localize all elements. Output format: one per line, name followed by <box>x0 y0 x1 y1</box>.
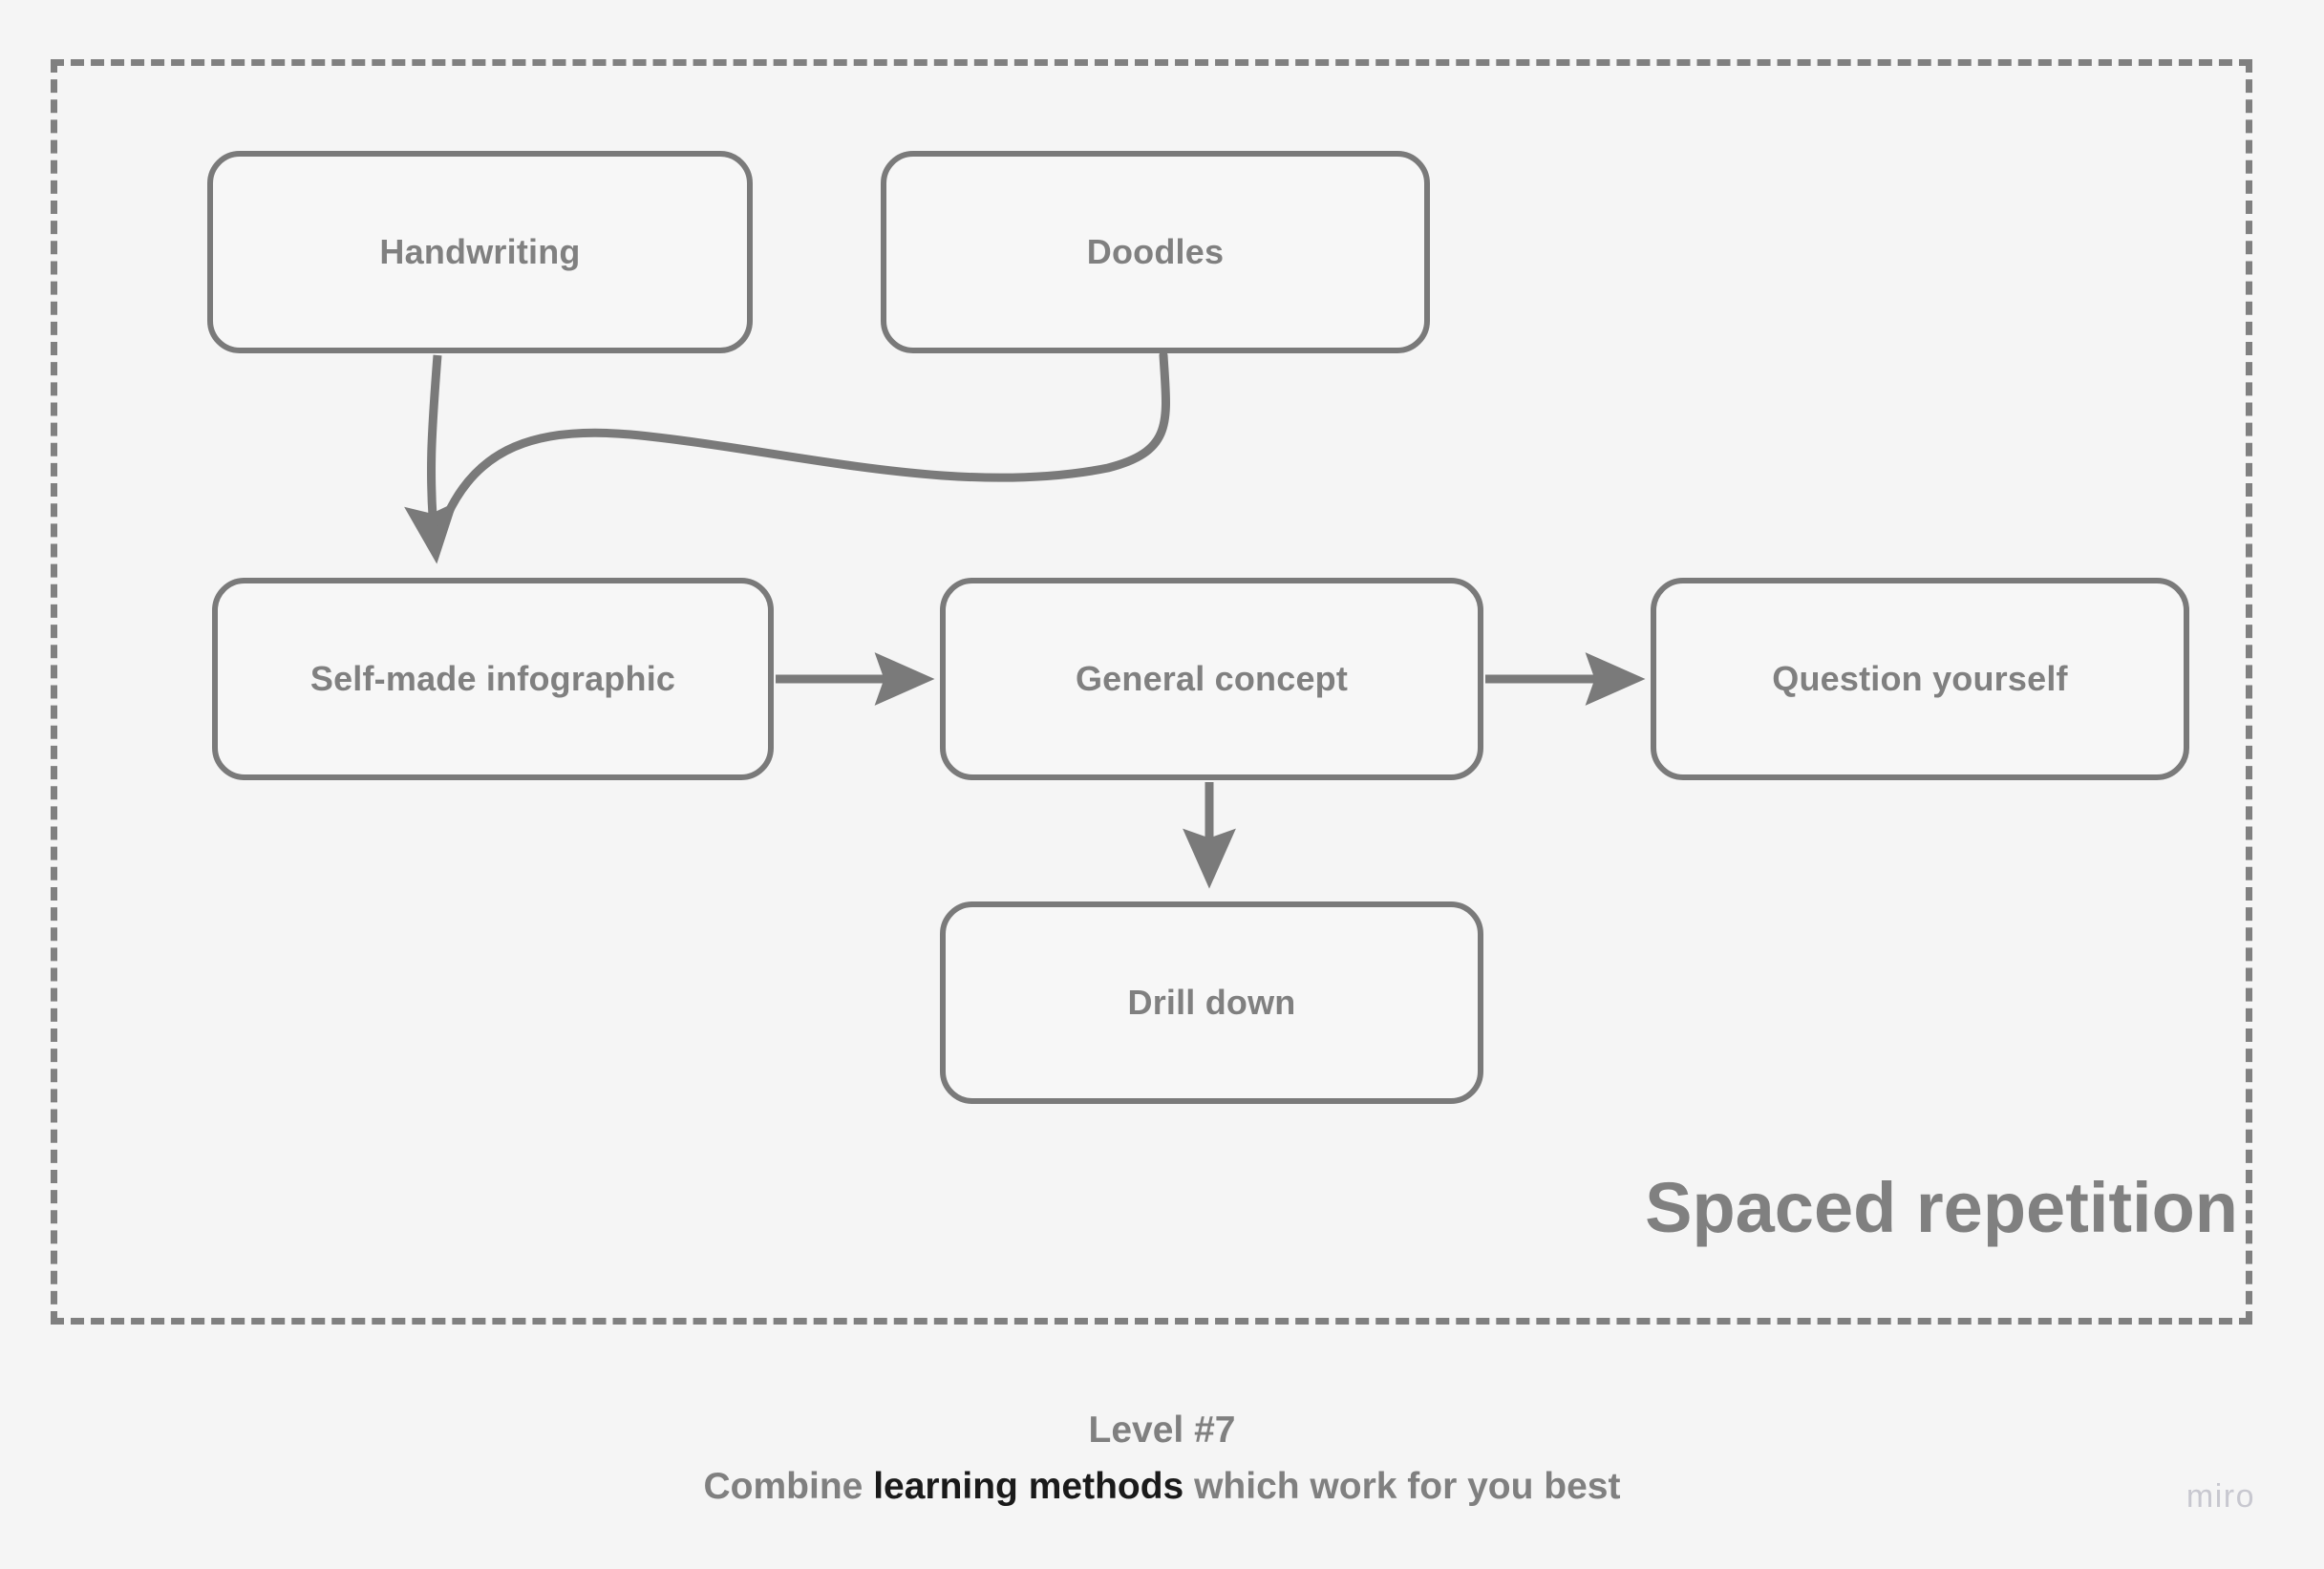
miro-watermark: miro <box>2185 1478 2255 1515</box>
node-handwriting[interactable]: Handwriting <box>207 151 753 353</box>
node-drill-down-label: Drill down <box>1127 983 1296 1023</box>
node-question-yourself-label: Question yourself <box>1772 659 2068 699</box>
node-self-made-infographic[interactable]: Self-made infographic <box>212 578 774 780</box>
footer-caption-before: Combine <box>703 1465 874 1507</box>
node-drill-down[interactable]: Drill down <box>940 901 1483 1104</box>
footer-level-label: Level #7 <box>1088 1410 1236 1451</box>
group-frame-spaced-repetition[interactable] <box>51 59 2252 1325</box>
node-handwriting-label: Handwriting <box>379 232 581 272</box>
node-question-yourself[interactable]: Question yourself <box>1651 578 2189 780</box>
footer-caption-emphasis: learning methods <box>873 1465 1184 1507</box>
footer-caption: Combine learning methods which work for … <box>0 1464 2324 1511</box>
node-self-made-infographic-label: Self-made infographic <box>309 659 676 699</box>
node-doodles-label: Doodles <box>1086 232 1225 272</box>
node-general-concept[interactable]: General concept <box>940 578 1483 780</box>
footer-caption-after: which work for you best <box>1183 1465 1621 1507</box>
node-general-concept-label: General concept <box>1075 659 1349 699</box>
group-title: Spaced repetition <box>1645 1168 2238 1247</box>
footer: Level #7 Combine learning methods which … <box>0 1408 2324 1511</box>
node-doodles[interactable]: Doodles <box>881 151 1430 353</box>
